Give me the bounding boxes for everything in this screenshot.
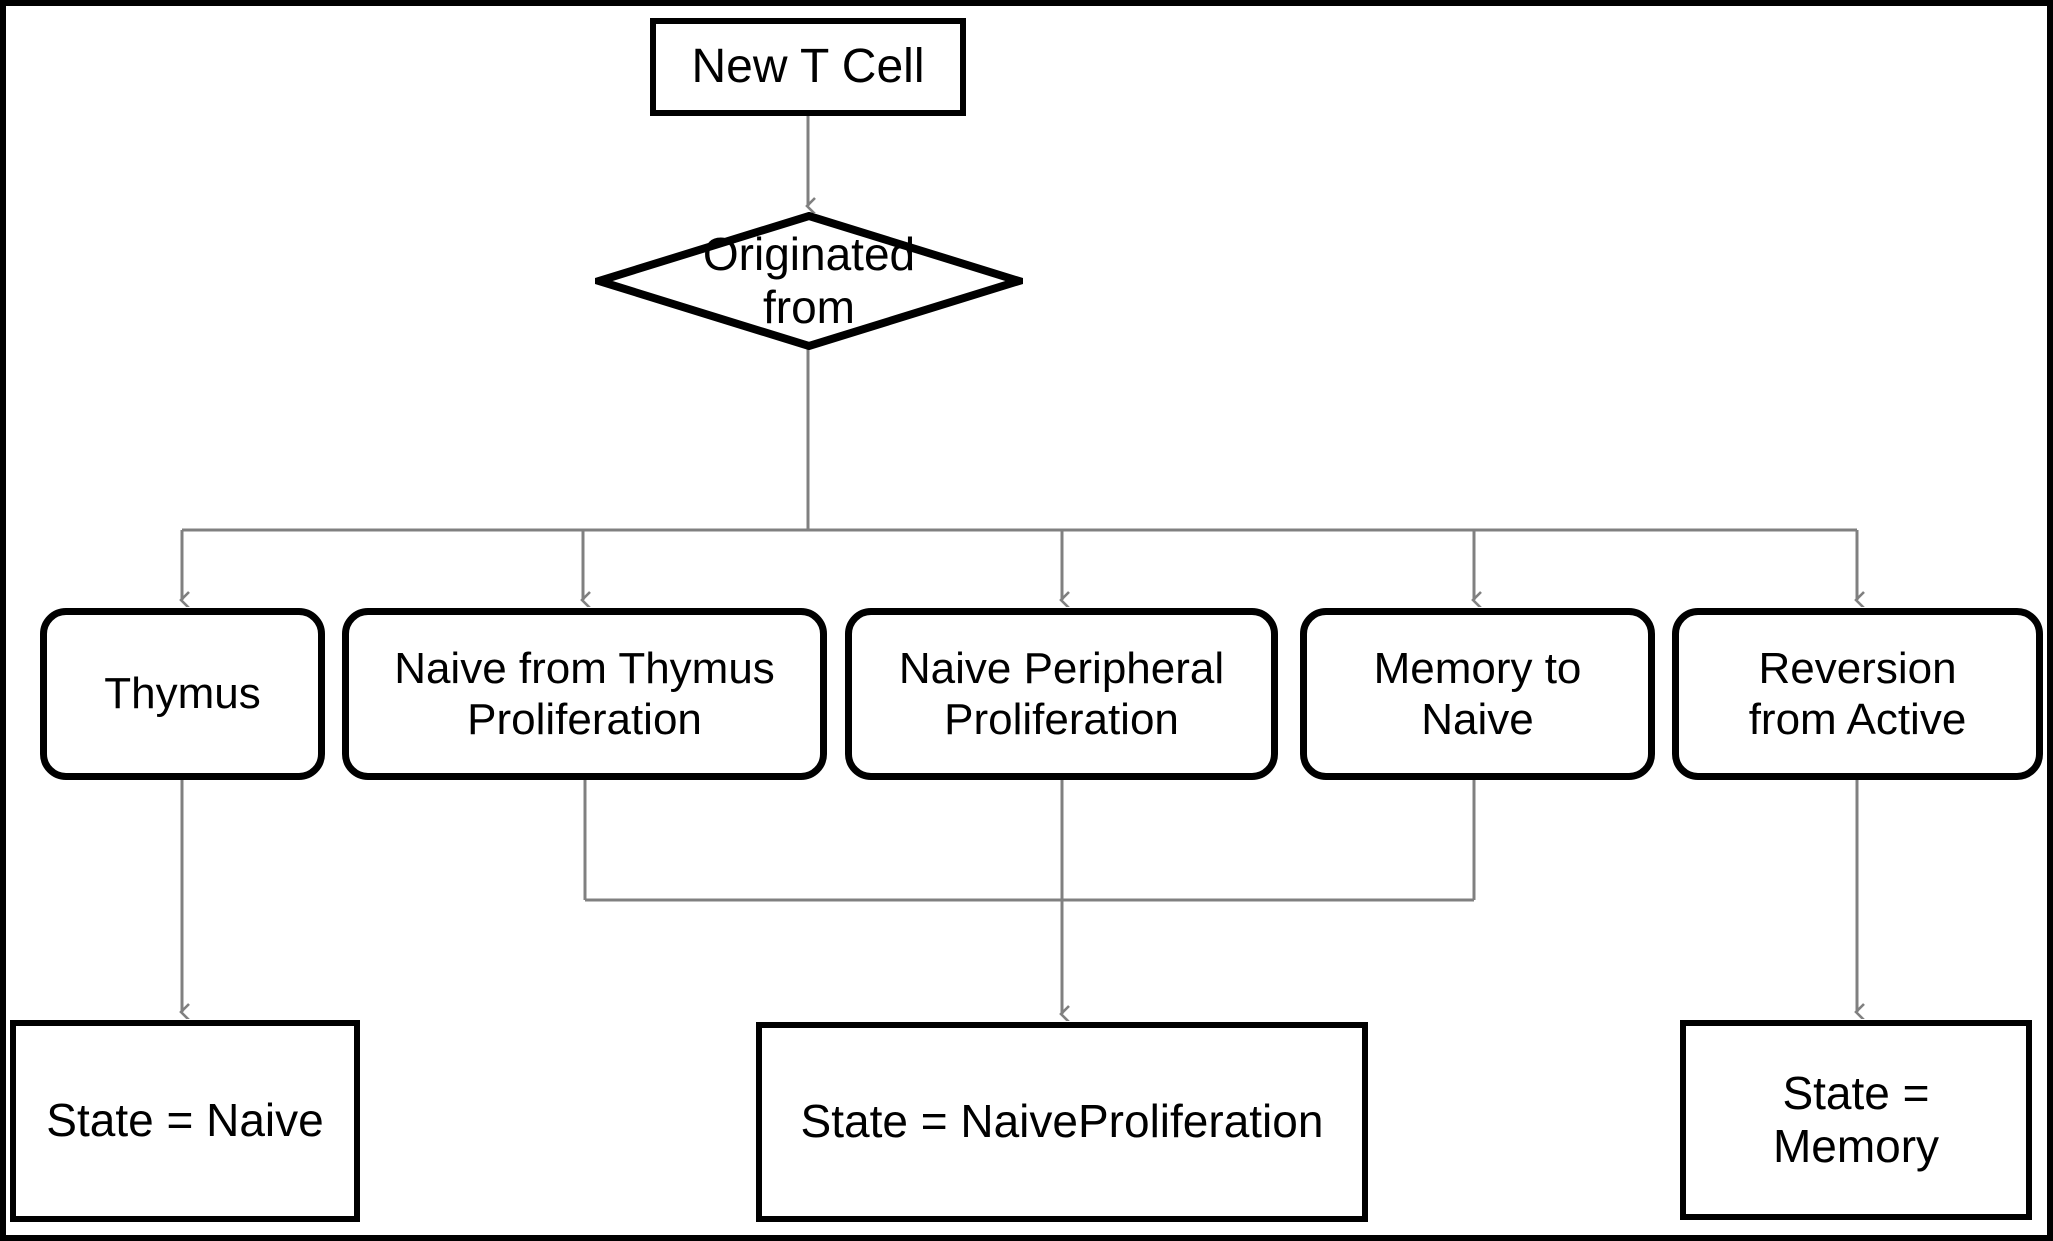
node-memory-to-naive[interactable]: Memory to Naive — [1300, 608, 1655, 780]
node-state-memory[interactable]: State = Memory — [1680, 1020, 2032, 1220]
node-new-t-cell[interactable]: New T Cell — [650, 18, 966, 116]
node-reversion-from-active[interactable]: Reversion from Active — [1672, 608, 2043, 780]
node-state-naive-label: State = Naive — [46, 1094, 324, 1147]
node-thymus-label: Thymus — [104, 669, 261, 719]
node-naive-peripheral-proliferation-label: Naive Peripheral Proliferation — [898, 643, 1225, 744]
node-naive-from-thymus-proliferation-label: Naive from Thymus Proliferation — [394, 643, 775, 744]
node-state-naive[interactable]: State = Naive — [10, 1020, 360, 1222]
node-originated-from[interactable]: Originated from — [595, 212, 1023, 350]
node-state-naive-proliferation-label: State = NaiveProliferation — [800, 1095, 1324, 1148]
node-state-memory-label: State = Memory — [1772, 1066, 1940, 1172]
node-naive-from-thymus-proliferation[interactable]: Naive from Thymus Proliferation — [342, 608, 827, 780]
node-thymus[interactable]: Thymus — [40, 608, 325, 780]
node-state-naive-proliferation[interactable]: State = NaiveProliferation — [756, 1022, 1368, 1222]
node-new-t-cell-label: New T Cell — [691, 40, 925, 94]
diamond-shape-icon — [595, 212, 1023, 350]
node-memory-to-naive-label: Memory to Naive — [1373, 643, 1582, 744]
node-originated-from-label: Originated from — [702, 227, 916, 333]
node-naive-peripheral-proliferation[interactable]: Naive Peripheral Proliferation — [845, 608, 1278, 780]
node-reversion-from-active-label: Reversion from Active — [1748, 643, 1967, 744]
